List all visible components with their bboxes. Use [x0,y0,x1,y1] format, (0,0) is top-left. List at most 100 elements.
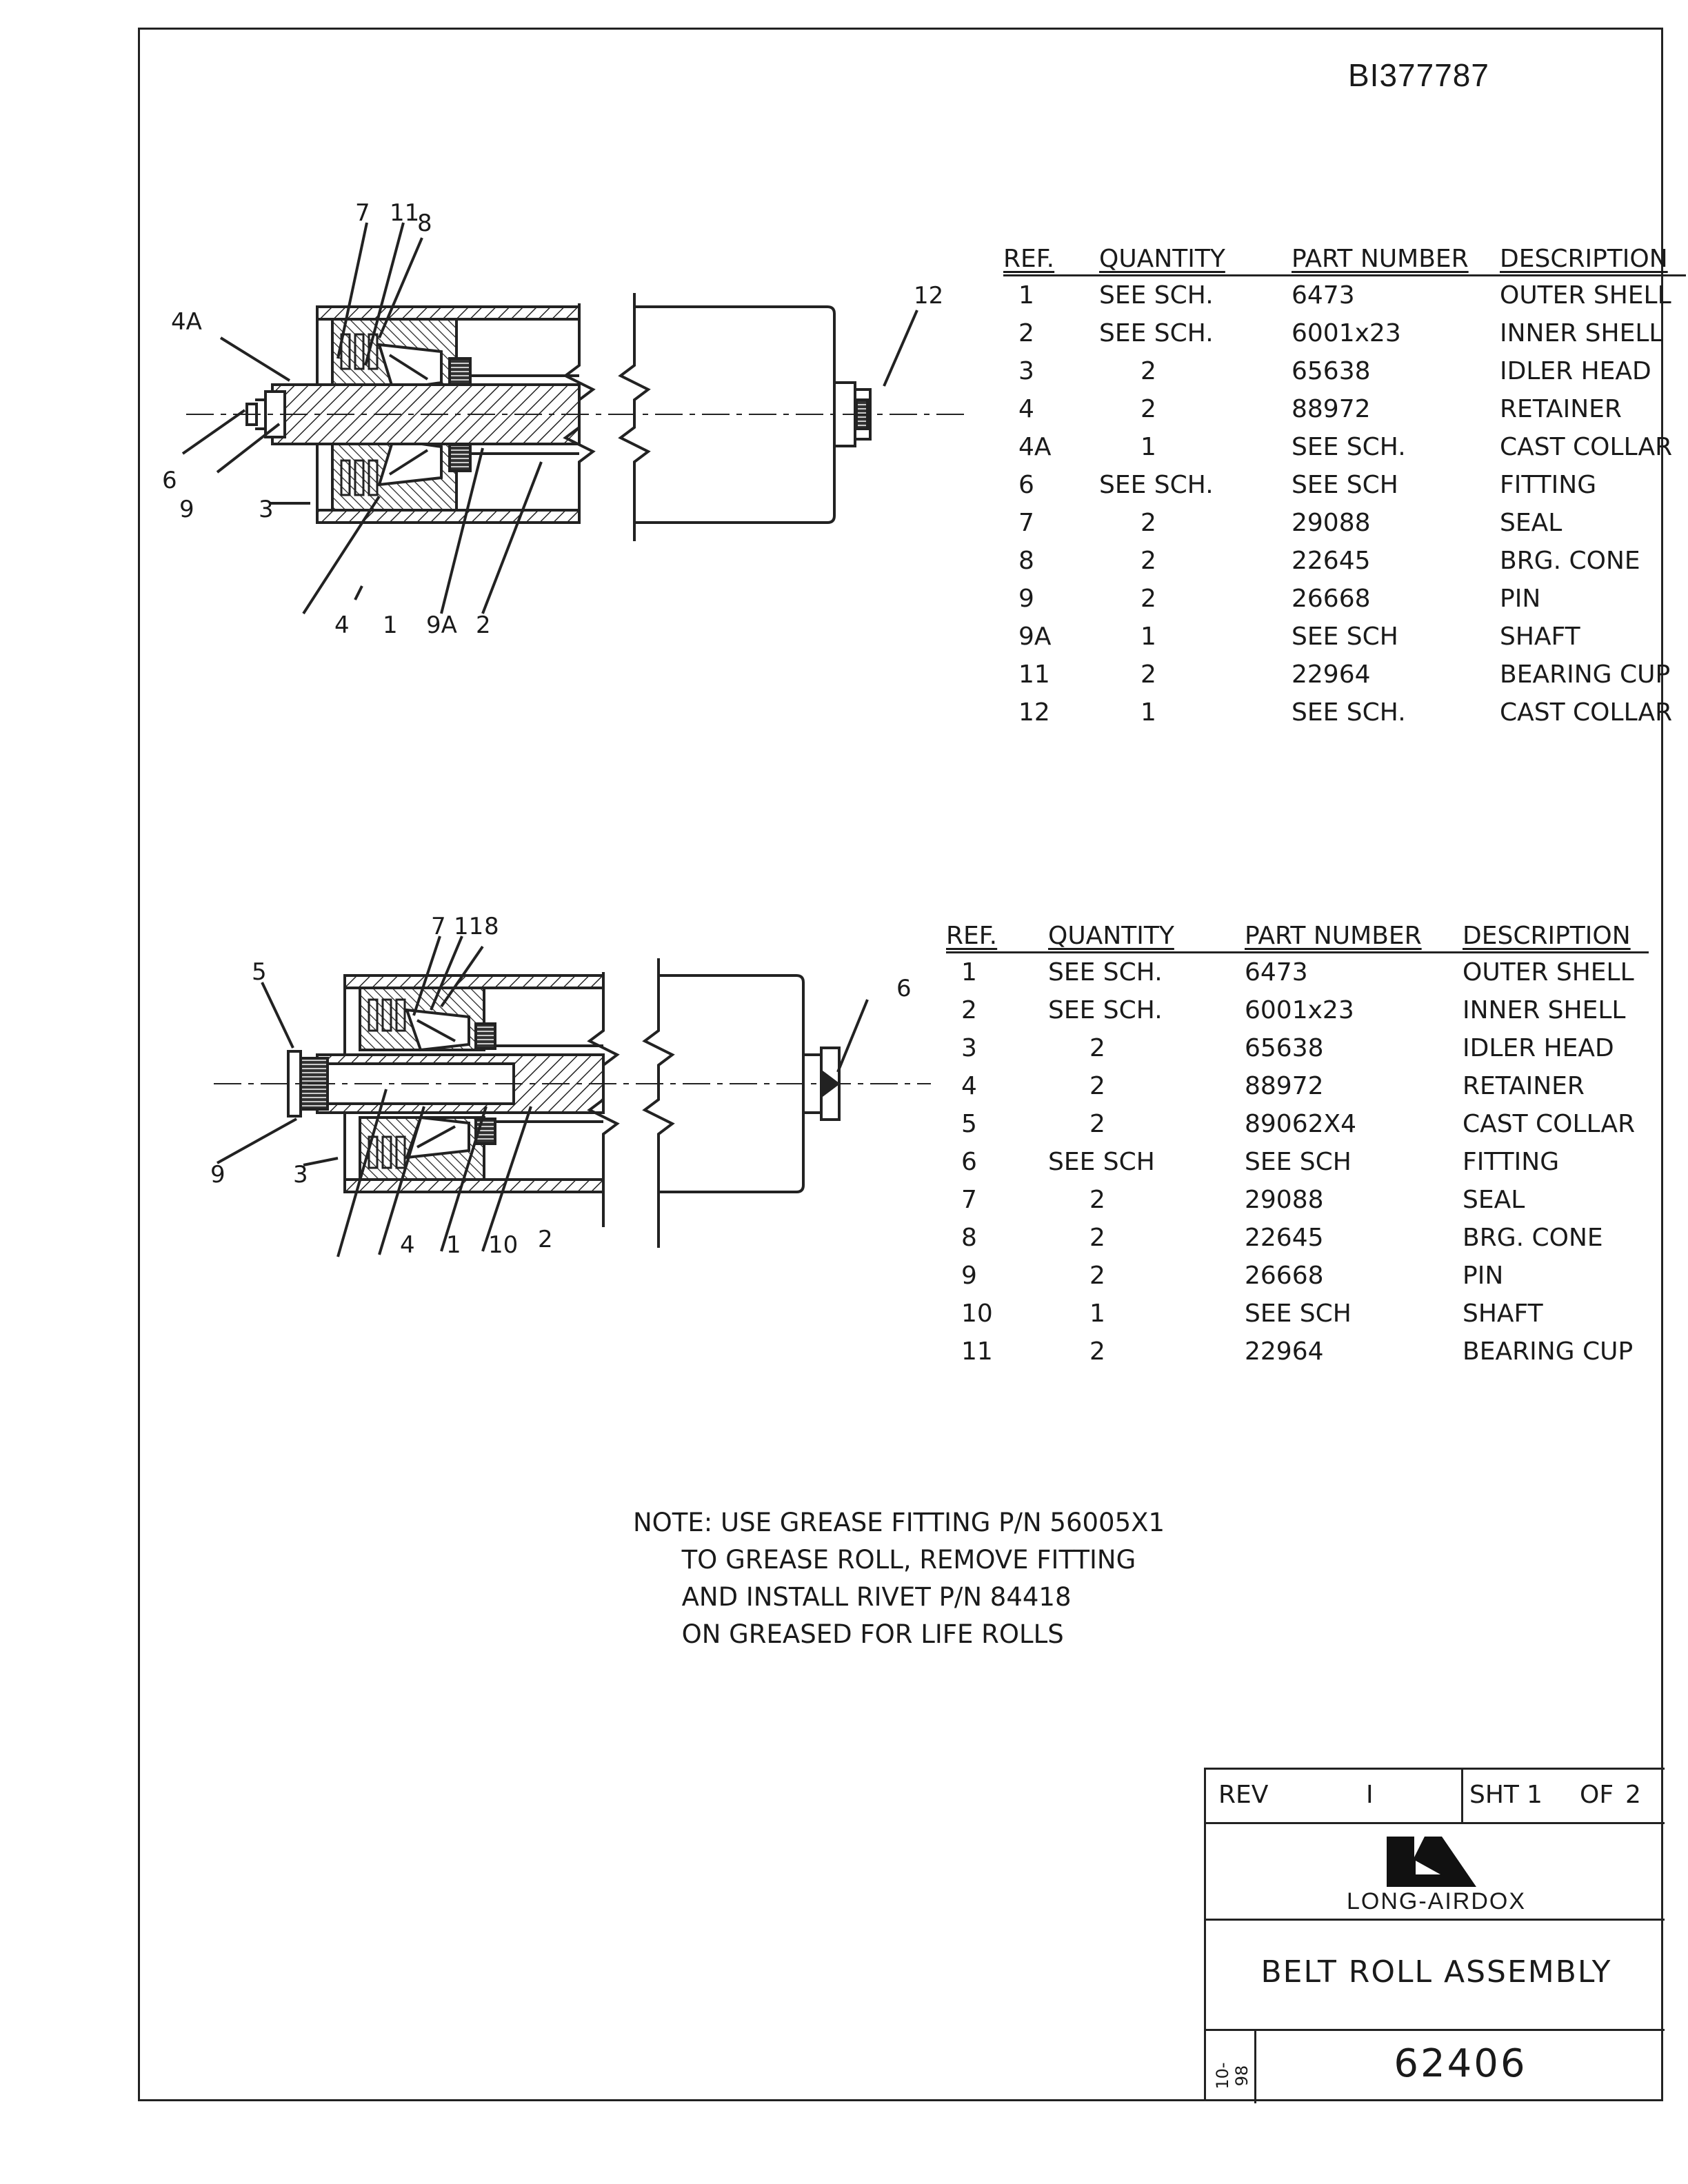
sheet-label: SHT [1469,1781,1519,1809]
company-name: LONG-AIRDOX [1346,1888,1527,1914]
part-number-cell: 65638 [1292,357,1371,385]
figure-2-callouts: 7 11 8 5 6 9 3 4 1 10 2 [210,913,912,1258]
ref-cell: 5 [961,1110,977,1138]
table-row: 11 2 22964 BEARING CUP [1003,656,1686,694]
description-cell: PIN [1500,585,1541,613]
quantity-cell: 2 [1089,1224,1105,1252]
ref-cell: 1 [1018,281,1034,310]
ref-cell: 11 [1018,660,1050,689]
ref-cell: 4 [1018,395,1034,423]
ref-cell: 9A [1018,623,1052,651]
table-row: 9A 1 SEE SCH SHAFT [1003,618,1686,656]
ref-cell: 6 [1018,471,1034,499]
description-cell: IDLER HEAD [1500,357,1651,385]
description-cell: SHAFT [1463,1300,1543,1328]
header-part-number: PART NUMBER [1245,920,1463,953]
part-number-cell: 22645 [1292,547,1371,575]
table-header-row: REF. QUANTITY PART NUMBER DESCRIPTION [1003,243,1686,276]
part-number-cell: SEE SCH [1292,623,1398,651]
description-cell: SEAL [1463,1186,1525,1214]
callout-3: 3 [293,1161,308,1189]
callout-10: 10 [488,1231,518,1258]
part-number-cell: 6473 [1292,281,1355,310]
ref-cell: 1 [961,958,977,987]
description-cell: FITTING [1500,471,1597,499]
part-number-cell: 22964 [1245,1337,1324,1366]
callout-1: 1 [383,611,398,639]
drawing-title: BELT ROLL ASSEMBLY [1260,1954,1612,1990]
header-ref: REF. [1003,243,1099,276]
ref-cell: 4A [1018,433,1052,461]
table-row: 6 SEE SCH. SEE SCH FITTING [1003,466,1686,504]
callout-6: 6 [896,975,912,1002]
description-cell: OUTER SHELL [1500,281,1671,310]
callout-9: 9 [179,496,194,523]
header-quantity: QUANTITY [1099,243,1292,276]
ref-cell: 7 [961,1186,977,1214]
quantity-cell: SEE SCH. [1099,471,1214,499]
part-number-cell: SEE SCH [1245,1148,1352,1176]
quantity-cell: 2 [1089,1337,1105,1366]
description-cell: SEAL [1500,509,1563,537]
callout-9A: 9A [426,611,457,639]
callout-7: 7 [431,913,446,940]
note-label: NOTE: [633,1508,713,1537]
header-description: DESCRIPTION [1500,243,1686,276]
description-cell: CAST COLLAR [1463,1110,1636,1138]
part-number-cell: SEE SCH [1292,471,1398,499]
part-number-cell: 6001x23 [1292,319,1401,347]
description-cell: RETAINER [1500,395,1622,423]
ref-cell: 3 [961,1034,977,1062]
drawing-note: NOTE: USE GREASE FITTING P/N 56005X1 TO … [633,1504,1165,1653]
drawing-border [138,28,1663,2101]
ref-cell: 4 [961,1072,977,1100]
ref-cell: 9 [961,1262,977,1290]
callout-6: 6 [162,467,177,494]
ref-cell: 7 [1018,509,1034,537]
drawing-number: 62406 [1394,2041,1527,2086]
part-number-cell: 22964 [1292,660,1371,689]
description-cell: INNER SHELL [1463,996,1626,1024]
quantity-cell: 1 [1141,623,1156,651]
ref-cell: 8 [1018,547,1034,575]
quantity-cell: 2 [1141,395,1156,423]
quantity-cell: 1 [1141,698,1156,727]
title-block: REV I SHT 1 OF 2 LONG-AIRDOX BELT ROLL A… [1204,1768,1665,2103]
sheet-number: 1 [1527,1781,1543,1809]
note-line-4: ON GREASED FOR LIFE ROLLS [681,1619,1064,1649]
part-number-cell: SEE SCH. [1292,433,1406,461]
quantity-cell: 2 [1141,585,1156,613]
description-cell: BEARING CUP [1500,660,1671,689]
description-cell: CAST COLLAR [1500,698,1673,727]
part-number-cell: 89062X4 [1245,1110,1357,1138]
date-divider [1254,2029,1256,2103]
callout-9: 9 [210,1161,225,1189]
callout-11: 11 [454,913,483,940]
description-cell: SHAFT [1500,623,1580,651]
quantity-cell: 2 [1141,660,1156,689]
quantity-cell: 2 [1089,1262,1105,1290]
description-cell: CAST COLLAR [1500,433,1673,461]
part-number-cell: 6473 [1245,958,1308,987]
header-part-number: PART NUMBER [1292,243,1500,276]
ref-cell: 10 [961,1300,993,1328]
callout-4A: 4A [171,308,202,336]
company-logo-icon [1387,1837,1476,1887]
callout-7: 7 [355,200,370,227]
description-cell: BEARING CUP [1463,1337,1634,1366]
part-number-cell: 88972 [1292,395,1371,423]
